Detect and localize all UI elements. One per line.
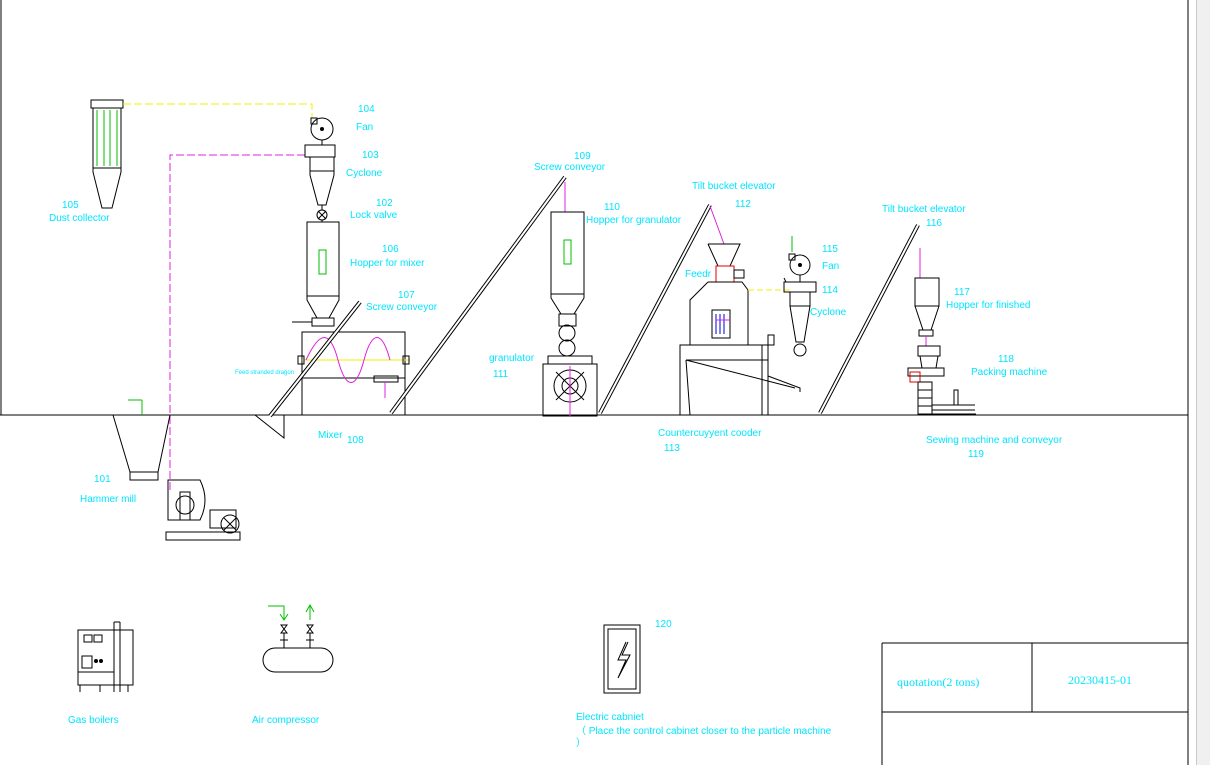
hopper-for-granulator bbox=[550, 211, 585, 327]
label-fan-115: Fan bbox=[822, 261, 840, 272]
label-109: 109 bbox=[574, 151, 591, 162]
lightning-icon bbox=[617, 641, 631, 679]
vertical-scrollbar[interactable] bbox=[1196, 0, 1210, 765]
label-112: 112 bbox=[735, 199, 751, 210]
label-electric-cabinet: Electric cabniet bbox=[576, 712, 644, 723]
fan-104 bbox=[310, 117, 334, 145]
cyclone-114 bbox=[783, 277, 817, 357]
title-block bbox=[881, 642, 1188, 765]
label-110: 110 bbox=[604, 202, 620, 213]
title-block-quotation: quotation(2 tons) bbox=[897, 675, 980, 689]
label-106: 106 bbox=[382, 244, 399, 255]
label-105: 105 bbox=[62, 200, 79, 211]
title-block-drawing-number: 20230415-01 bbox=[1068, 673, 1132, 687]
electric-cabinet bbox=[603, 624, 641, 694]
label-117: 117 bbox=[954, 287, 970, 298]
label-granulator: granulator bbox=[489, 353, 535, 364]
cyclone-103 bbox=[304, 144, 336, 210]
mixer-108 bbox=[297, 331, 410, 415]
hopper-for-finished bbox=[914, 277, 940, 346]
granulator-111 bbox=[542, 324, 598, 417]
gas-boiler bbox=[77, 621, 134, 692]
dust-collector bbox=[90, 99, 124, 209]
air-compressor bbox=[262, 603, 334, 673]
label-hopper-for-granulator: Hopper for granulator bbox=[586, 215, 682, 226]
label-screw-conveyor-109: Screw conveyor bbox=[534, 162, 606, 173]
label-hopper-for-mixer: Hopper for mixer bbox=[350, 258, 425, 269]
label-116: 116 bbox=[926, 218, 942, 229]
tilt-bucket-elevator-112 bbox=[598, 204, 725, 414]
screw-conveyor-107 bbox=[254, 300, 362, 440]
tilt-bucket-elevator-116 bbox=[818, 224, 921, 414]
lock-valve-102 bbox=[316, 209, 328, 222]
label-111: 111 bbox=[493, 369, 509, 380]
duct-yellow-top bbox=[123, 103, 313, 118]
label-113: 113 bbox=[664, 443, 680, 454]
label-screw-conveyor-107: Screw conveyor bbox=[366, 302, 438, 313]
hammer-mill bbox=[112, 399, 241, 541]
label-countercurrent-cooler: Countercuyyent cooder bbox=[658, 428, 762, 439]
label-115: 115 bbox=[822, 244, 838, 255]
label-tilt-bucket-elevator-116: Tilt bucket elevator bbox=[882, 204, 966, 215]
label-120: 120 bbox=[655, 619, 672, 630]
label-114: 114 bbox=[822, 285, 838, 296]
label-lock-valve: Lock valve bbox=[350, 210, 398, 221]
label-119: 119 bbox=[968, 449, 984, 460]
label-feeder: Feedr bbox=[685, 269, 712, 280]
label-102: 102 bbox=[376, 198, 393, 209]
label-feed-stranded-dragon: Feed stranded dragon bbox=[235, 370, 295, 376]
label-dust-collector: Dust collector bbox=[49, 213, 110, 224]
fan-115 bbox=[788, 236, 811, 282]
label-107: 107 bbox=[398, 290, 415, 301]
label-118: 118 bbox=[998, 354, 1014, 365]
duct-magenta bbox=[169, 154, 305, 490]
label-hammer-mill: Hammer mill bbox=[80, 494, 137, 505]
label-mixer: Mixer bbox=[318, 430, 343, 441]
screw-conveyor-109 bbox=[389, 175, 567, 415]
label-packing-machine: Packing machine bbox=[971, 367, 1048, 378]
label-103: 103 bbox=[362, 150, 379, 161]
counterflow-cooler bbox=[679, 243, 801, 416]
label-air-compressor: Air compressor bbox=[252, 715, 320, 726]
label-cyclone-103: Cyclone bbox=[346, 168, 383, 179]
label-tilt-bucket-elevator-112: Tilt bucket elevator bbox=[692, 181, 776, 192]
label-electric-cabinet-note: （ Place the control cabinet closer to th… bbox=[576, 726, 832, 749]
packing-machine bbox=[907, 345, 976, 415]
label-104: 104 bbox=[358, 104, 375, 115]
label-sewing-machine: Sewing machine and conveyor bbox=[926, 435, 1063, 446]
label-101: 101 bbox=[94, 474, 111, 485]
label-cyclone-114: Cyclone bbox=[810, 307, 847, 318]
label-fan-104: Fan bbox=[356, 122, 374, 133]
label-hopper-for-finished: Hopper for finished bbox=[946, 300, 1031, 311]
label-108: 108 bbox=[347, 435, 364, 446]
hopper-for-mixer bbox=[292, 221, 340, 327]
label-gas-boilers: Gas boilers bbox=[68, 715, 119, 726]
